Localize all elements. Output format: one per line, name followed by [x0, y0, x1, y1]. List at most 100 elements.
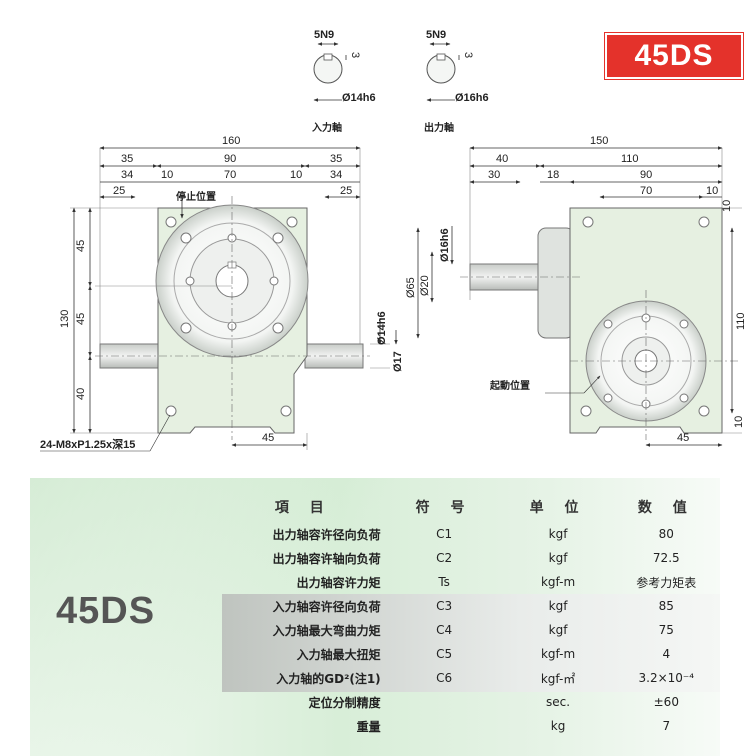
- row-unit: kgf: [548, 527, 568, 541]
- front-overall: 160: [222, 135, 240, 147]
- row-unit: kgf: [548, 599, 568, 613]
- row-value: 72.5: [652, 551, 680, 565]
- keyway-output-key: 5N9: [426, 29, 446, 41]
- front-r3-c: 70: [224, 169, 236, 181]
- front-r3-a: 34: [121, 169, 133, 181]
- technical-drawing: 5N9 3 Ø14h6 入力軸 5N9 3 Ø16h6 出力軸 160 35 9…: [40, 29, 747, 452]
- row-value: 85: [658, 599, 674, 613]
- keyway-output-caption: 出力軸: [424, 121, 454, 134]
- front-bottom: 45: [262, 432, 274, 444]
- front-v-d: 40: [75, 388, 87, 400]
- side-r3-a: 30: [488, 169, 500, 181]
- front-r4-b: 25: [340, 185, 352, 197]
- row-item: 出力轴容许径向负荷: [272, 527, 381, 542]
- row-unit: kgf: [548, 623, 568, 637]
- front-stop-label: 停止位置: [176, 190, 216, 203]
- side-dia-b: Ø20: [419, 275, 431, 296]
- row-value: 7: [662, 719, 671, 733]
- side-r4-a: 70: [640, 185, 652, 197]
- side-bottom: 45: [677, 432, 689, 444]
- model-label: 45DS: [56, 590, 156, 632]
- front-shaft-d1: Ø14h6: [376, 311, 388, 345]
- row-item: 入力轴的GD²(注1): [276, 671, 381, 686]
- row-unit: kgf-m: [540, 575, 576, 589]
- row-value: 3.2×10⁻⁴: [638, 671, 695, 685]
- front-v-b: 130: [59, 310, 71, 328]
- keyway-output: 5N9 3 Ø16h6 出力軸: [424, 29, 489, 134]
- row-symbol: [385, 714, 504, 738]
- keyway-input-key: 5N9: [314, 29, 334, 41]
- input-shaft-band: [222, 594, 720, 692]
- front-shaft-d2: Ø17: [392, 351, 404, 372]
- table-row: 重量 kg 7: [222, 714, 720, 738]
- side-r3-c: 90: [640, 169, 652, 181]
- side-view: 150 40 110 30 18 90 70 10: [405, 135, 747, 447]
- row-symbol: [385, 690, 504, 714]
- row-item: 重量: [356, 719, 381, 734]
- table-row: 入力轴最大扭矩 C5 kgf-m 4: [222, 642, 720, 666]
- keyway-input-caption: 入力軸: [312, 121, 342, 134]
- row-value: 80: [658, 527, 674, 541]
- row-item: 出力轴容许力矩: [296, 575, 381, 590]
- front-r4-a: 25: [113, 185, 125, 197]
- front-thread-note: 24-M8xP1.25x深15: [40, 437, 135, 451]
- row-symbol: C5: [436, 647, 453, 661]
- header-symbol: 符 号: [415, 500, 473, 516]
- header-item: 項 目: [274, 500, 332, 516]
- front-r3-e: 34: [330, 169, 342, 181]
- row-item: 入力轴最大扭矩: [296, 647, 381, 662]
- side-start-label: 起動位置: [489, 379, 530, 392]
- header-unit: 单 位: [529, 500, 587, 516]
- side-right-c: 10: [733, 416, 745, 428]
- row-unit: kgf-㎡: [540, 671, 576, 686]
- side-right-b: 110: [735, 312, 747, 330]
- side-r3-b: 18: [547, 169, 559, 181]
- row-symbol: C3: [436, 599, 453, 613]
- keyway-input-depth: 3: [349, 52, 361, 58]
- front-v-c: 45: [75, 313, 87, 325]
- header-value: 数 值: [637, 500, 695, 516]
- table-row: 出力轴容许轴向负荷 C2 kgf 72.5: [222, 546, 720, 570]
- row-symbol: C1: [436, 527, 453, 541]
- row-value: ±60: [653, 695, 679, 709]
- side-r2-b: 110: [621, 153, 639, 165]
- model-badge: 45DS: [605, 33, 743, 79]
- side-dia-a: Ø65: [405, 277, 417, 298]
- keyway-input: 5N9 3 Ø14h6 入力軸: [312, 29, 376, 134]
- front-r2-b: 90: [224, 153, 236, 165]
- side-r4-b: 10: [706, 185, 718, 197]
- table-row: 入力轴最大弯曲力矩 C4 kgf 75: [222, 618, 720, 642]
- side-dia-c: Ø16h6: [439, 228, 451, 262]
- row-unit: kgf-m: [540, 647, 576, 661]
- row-item: 定位分制精度: [308, 695, 381, 710]
- row-symbol: C2: [436, 551, 453, 565]
- row-symbol: C4: [436, 623, 453, 637]
- row-value: 参考力矩表: [636, 575, 697, 590]
- row-value: 4: [662, 647, 671, 661]
- table-header: 項 目 符 号 单 位 数 值: [222, 492, 720, 522]
- front-r3-d: 10: [290, 169, 302, 181]
- row-item: 出力轴容许轴向负荷: [272, 551, 381, 566]
- front-view: 160 35 90 35 34 10 70 10 34 25 25 45 130…: [40, 135, 404, 452]
- front-r2-a: 35: [121, 153, 133, 165]
- keyway-input-dia: Ø14h6: [342, 92, 376, 104]
- row-value: 75: [658, 623, 674, 637]
- row-item: 入力轴最大弯曲力矩: [272, 623, 381, 638]
- front-r3-b: 10: [161, 169, 173, 181]
- side-overall: 150: [590, 135, 608, 147]
- row-unit: kg: [550, 719, 566, 733]
- keyway-output-depth: 3: [462, 52, 474, 58]
- front-r2-c: 35: [330, 153, 342, 165]
- side-right-a: 10: [721, 200, 733, 212]
- row-symbol: C6: [436, 671, 453, 685]
- row-symbol: Ts: [438, 575, 450, 589]
- table-row: 入力轴的GD²(注1) C6 kgf-㎡ 3.2×10⁻⁴: [222, 666, 720, 690]
- side-r2-a: 40: [496, 153, 508, 165]
- row-unit: kgf: [548, 551, 568, 565]
- table-row: 入力轴容许径向负荷 C3 kgf 85: [222, 594, 720, 618]
- table-row: 出力轴容许力矩 Ts kgf-m 参考力矩表: [222, 570, 720, 594]
- row-item: 入力轴容许径向负荷: [272, 599, 381, 614]
- front-v-a: 45: [75, 240, 87, 252]
- keyway-output-dia: Ø16h6: [455, 92, 489, 104]
